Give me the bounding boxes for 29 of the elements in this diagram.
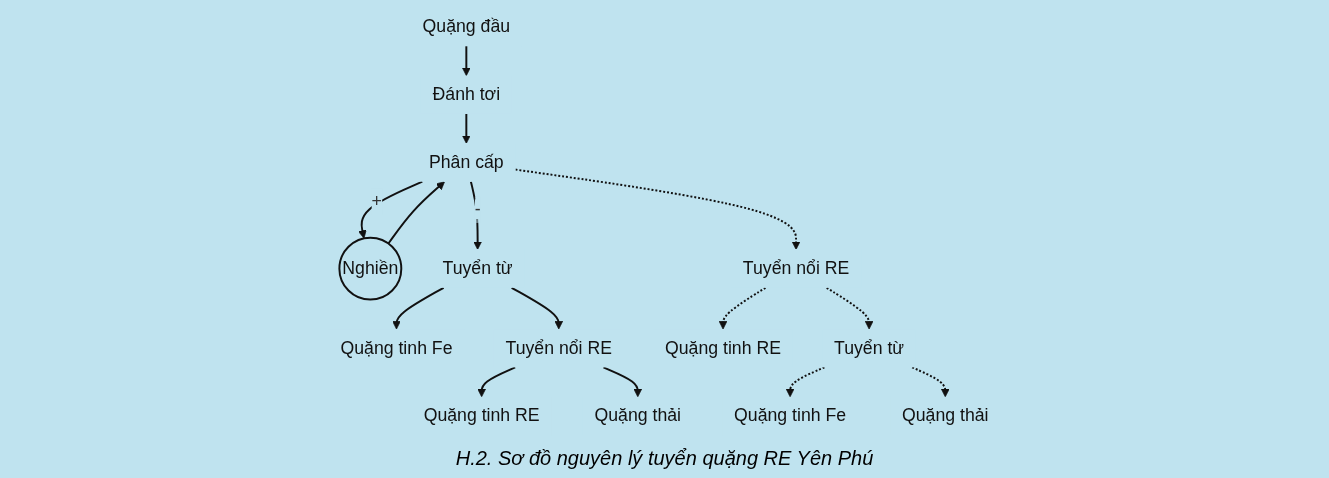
- arrow: [718, 286, 767, 330]
- node-circle: Nghiền: [338, 236, 403, 301]
- arrow: [358, 180, 424, 239]
- node-text: Tuyển nổi RE: [742, 258, 850, 278]
- node-text: Tuyển từ: [834, 337, 905, 358]
- arrow: [825, 286, 874, 330]
- arrow: [785, 366, 826, 398]
- node-text: Đánh tơi: [432, 84, 501, 105]
- node-text: Quặng thải: [902, 405, 989, 426]
- arrow: [462, 112, 471, 144]
- node-text: Quặng đầu: [422, 16, 511, 37]
- caption: H.2. Sơ đồ nguyên lý tuyển quặng RE Yên Phú: [455, 446, 874, 471]
- arrow: [602, 366, 643, 398]
- edge-label: +: [371, 191, 382, 211]
- edge-label: -: [474, 199, 481, 220]
- arrow: [392, 286, 445, 330]
- node-text: Phân cấp: [428, 152, 504, 172]
- arrow: [510, 286, 564, 330]
- node-text: Quặng tinh RE: [665, 337, 782, 358]
- node-text: Tuyển nổi RE: [505, 337, 612, 358]
- arrow: [477, 366, 517, 398]
- node-text: Quặng tinh RE: [423, 405, 540, 426]
- node-text: Tuyển từ: [442, 258, 513, 278]
- arrow: [514, 168, 801, 250]
- node-text: Quặng tinh Fe: [340, 337, 453, 358]
- node-text: Quặng tinh Fe: [734, 405, 847, 426]
- arrow: [462, 45, 471, 76]
- node-text: Quặng thải: [594, 405, 682, 426]
- arrow: [911, 366, 950, 398]
